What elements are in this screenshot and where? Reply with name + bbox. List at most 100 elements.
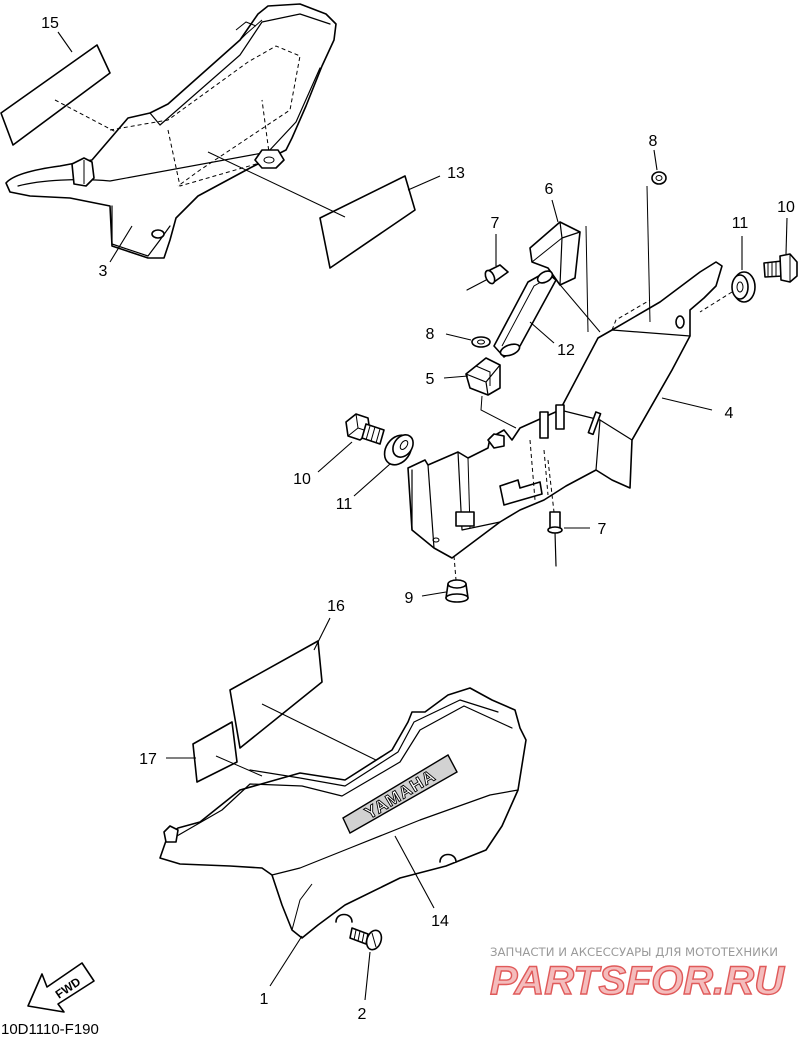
leader-10-left	[317, 441, 353, 473]
bracket-left-fold	[427, 464, 435, 549]
callout-1: 1	[260, 991, 269, 1008]
bracket-inner-wall	[457, 451, 501, 531]
part-7-rivet-lower	[547, 511, 563, 567]
part-5-face	[465, 364, 501, 396]
part-8-top-inner	[655, 175, 663, 181]
part-6-face	[531, 237, 563, 263]
leader-lines	[57, 31, 788, 1001]
callout-10-top: 10	[777, 199, 795, 216]
part-9-flange	[445, 593, 469, 603]
side-cover-lower-skirt	[291, 883, 313, 931]
part-6-block	[529, 221, 581, 286]
part-12-eye-top	[536, 270, 554, 284]
bracket-flange-edge	[595, 419, 601, 471]
leader-14	[394, 835, 435, 909]
part-5-outline	[465, 357, 501, 396]
part-5-clip	[465, 357, 501, 396]
part-7-top-head	[484, 269, 496, 285]
watermark-logo: PARTSFOR.RU	[490, 959, 785, 1003]
side-cover-lower-edge	[271, 789, 519, 876]
side-cover-upper-slot	[151, 229, 165, 239]
sticker-16	[229, 640, 323, 749]
part-7-top-pin	[466, 278, 489, 291]
part-12-strap	[493, 270, 557, 358]
part-2-head-slot	[371, 932, 377, 948]
callout-6: 6	[545, 181, 554, 198]
side-cover-upper-inner-box	[167, 99, 271, 187]
callouts: 15 3 13 8 6 7 11 10 12 8 5 4 10 11 7 9 1…	[41, 15, 795, 1023]
bracket-slot-lower	[455, 511, 475, 527]
leader-8-mid	[445, 333, 472, 341]
part-12-connector	[555, 279, 601, 333]
part-9-top	[447, 579, 467, 589]
part-2-thread	[353, 929, 365, 944]
part-8-mid-outer	[471, 336, 491, 348]
side-cover-upper-lip-inner	[239, 19, 263, 41]
bracket-slot-2	[555, 404, 565, 430]
fwd-arrow-icon	[27, 962, 95, 1013]
callout-8-top: 8	[649, 133, 658, 150]
emblem-plate	[342, 754, 458, 834]
leader-8-top	[653, 149, 658, 171]
sticker-17	[192, 721, 238, 783]
part-2-screw	[349, 927, 383, 951]
part-10-left-thread	[365, 425, 381, 444]
side-cover-lower-rim	[169, 705, 513, 841]
side-cover-lower-tab-1	[439, 853, 457, 863]
part-9-grommet	[445, 579, 469, 603]
part-6-connector	[585, 225, 589, 333]
callout-14: 14	[431, 913, 449, 930]
callout-11-left: 11	[336, 496, 353, 513]
part-8-washer-top	[651, 171, 667, 185]
leader-6	[551, 199, 559, 223]
bracket-outline	[407, 261, 723, 559]
part-8-top-outer	[651, 171, 667, 185]
side-cover-upper-inner-dashed	[109, 45, 301, 187]
part-10-bolt-left	[345, 413, 385, 445]
side-cover-upper-grommet-lip	[235, 21, 257, 31]
sticker-15-connector	[54, 99, 151, 151]
callout-4: 4	[725, 405, 734, 422]
leader-11-left	[353, 463, 391, 497]
side-cover-upper-clip-left	[71, 157, 95, 187]
side-cover-upper-lip	[149, 13, 331, 126]
bracket-l-slot	[499, 479, 543, 506]
leader-10-top	[785, 217, 788, 255]
part-6-outline	[529, 221, 581, 286]
part-7-lower-head	[547, 526, 563, 534]
part-12-eye-bottom	[499, 343, 521, 357]
part-8-top-connector	[646, 185, 651, 323]
side-cover-lower: YAMAHA	[159, 687, 527, 939]
part-11-top-mid	[731, 274, 749, 300]
part-7-lower-connector	[547, 459, 555, 513]
leader-13	[407, 175, 441, 191]
watermark-tagline: ЗАПЧАСТИ И АКСЕССУАРЫ ДЛЯ МОТОТЕХНИКИ	[490, 945, 778, 959]
part-11-left-inner	[392, 434, 414, 458]
fwd-arrow: FWD	[27, 962, 95, 1013]
bracket	[407, 261, 723, 559]
bracket-rivet-hole	[432, 537, 440, 543]
part-10-bolt-top	[763, 253, 798, 283]
part-11-grommet-left	[383, 434, 414, 466]
leader-5	[443, 375, 469, 379]
callout-7-lower: 7	[598, 521, 607, 538]
diagram-code: 10D1110-F190	[1, 1021, 99, 1037]
part-12-outline	[493, 271, 557, 358]
callout-5: 5	[426, 371, 435, 388]
sticker-13	[319, 175, 416, 269]
side-cover-lower-outline	[159, 687, 527, 939]
callout-16: 16	[327, 598, 345, 615]
part-11-top-connector	[699, 291, 733, 313]
part-9-connector	[453, 555, 457, 581]
callout-17: 17	[139, 751, 157, 768]
callout-9: 9	[405, 590, 414, 607]
part-5-slot	[475, 365, 491, 386]
callout-8-mid: 8	[426, 326, 435, 343]
leader-12	[529, 321, 555, 344]
part-5-connector	[480, 395, 517, 429]
bracket-hole	[675, 315, 685, 329]
side-cover-upper-outline	[5, 3, 337, 259]
sticker-15	[0, 44, 111, 146]
side-cover-upper-clip-right-hole	[263, 156, 275, 164]
